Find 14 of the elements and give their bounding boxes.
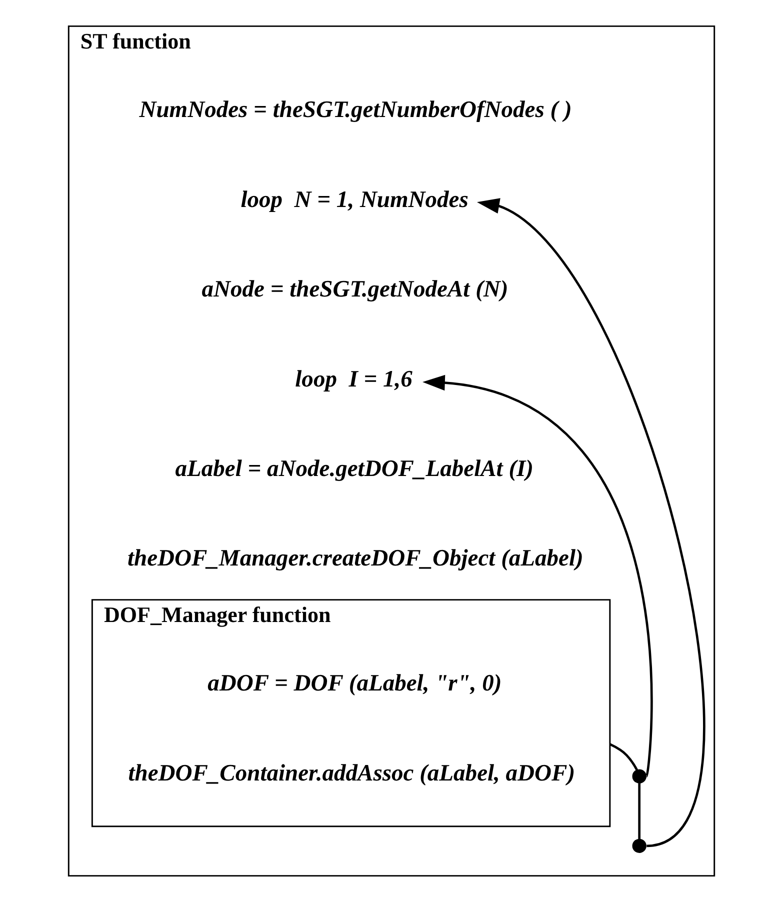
connector <box>609 743 638 771</box>
node-text: aLabel = aNode.getDOF_LabelAt (I) <box>175 456 534 482</box>
node-text: theDOF_Manager.createDOF_Object (aLabel) <box>127 546 584 572</box>
node-circle <box>632 838 646 853</box>
arrow <box>422 374 653 777</box>
node-text: aDOF = DOF (aLabel, "r", 0) <box>208 670 502 697</box>
node-circle <box>632 769 646 784</box>
node-text: theDOF_Container.addAssoc (aLabel, aDOF) <box>128 760 576 786</box>
node-text: loop N = 1, NumNodes <box>240 186 468 213</box>
connector <box>638 783 641 840</box>
arrow <box>476 198 705 848</box>
node-text: NumNodes = theSGT.getNumberOfNodes ( ) <box>139 97 572 124</box>
node-text: loop I = 1,6 <box>295 366 412 392</box>
node-text: aNode = theSGT.getNodeAt (N) <box>202 276 508 303</box>
